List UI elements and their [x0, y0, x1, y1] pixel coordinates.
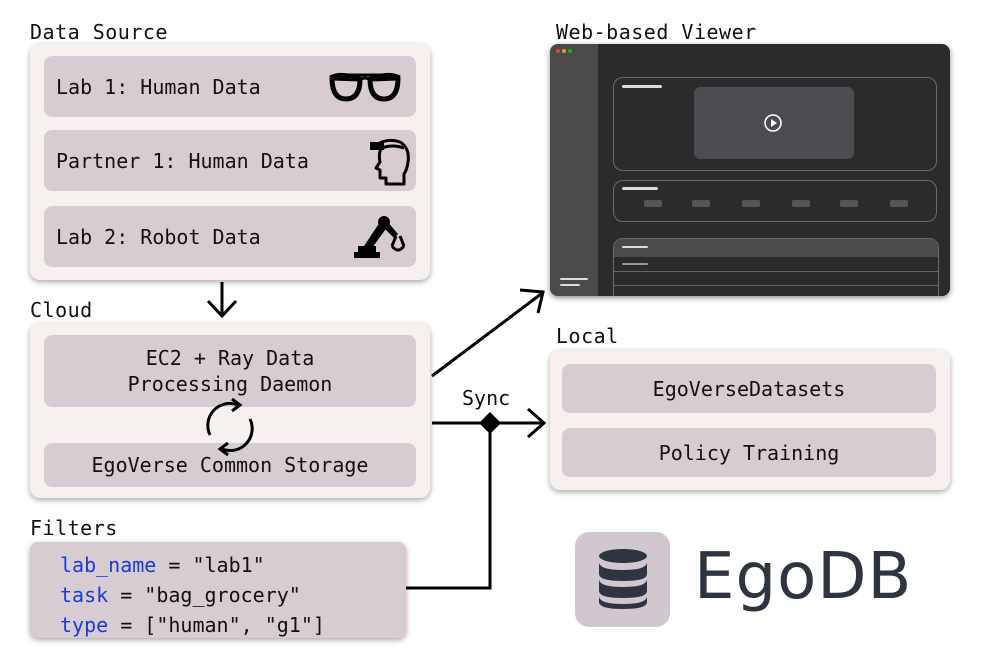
sync-label: Sync — [462, 386, 511, 410]
data-source-label: Data Source — [30, 20, 168, 44]
source-item-lab1: Lab 1: Human Data — [44, 56, 416, 117]
source-item-partner1: Partner 1: Human Data — [44, 130, 416, 191]
source-item-lab2: Lab 2: Robot Data — [44, 206, 416, 267]
window-close-dot — [556, 49, 560, 53]
filter-line: task = "bag_grocery" — [60, 580, 406, 610]
viewer-label: Web-based Viewer — [556, 20, 757, 44]
filter-value: ["human", "g1"] — [144, 613, 325, 637]
source-item-label: Lab 1: Human Data — [56, 74, 261, 99]
sidebar-line — [560, 284, 580, 286]
filter-chip — [644, 200, 662, 207]
filter-operator: = — [156, 553, 193, 577]
sidebar-line — [560, 278, 588, 280]
cloud-label: Cloud — [30, 298, 93, 322]
robot-arm-icon — [350, 210, 408, 264]
filter-chip — [692, 200, 710, 207]
window-minimize-dot — [562, 49, 566, 53]
source-item-label: Lab 2: Robot Data — [56, 224, 261, 249]
local-item-label: EgoVerseDatasets — [652, 376, 846, 401]
video-thumbnail — [694, 87, 854, 159]
filter-chip — [742, 200, 760, 207]
common-storage-box: EgoVerse Common Storage — [44, 443, 416, 487]
viewer-sidebar — [550, 44, 598, 296]
filter-operator: = — [108, 583, 145, 607]
filter-operator: = — [108, 613, 145, 637]
filter-line: type = ["human", "g1"] — [60, 610, 406, 640]
local-panel: EgoVerseDatasets Policy Training — [550, 350, 950, 490]
window-maximize-dot — [568, 49, 572, 53]
viewer-filter-card — [613, 180, 937, 222]
card-title-line — [622, 85, 662, 88]
filter-chip — [792, 200, 810, 207]
local-item-label: Policy Training — [658, 440, 840, 465]
processing-daemon-label: EC2 + Ray Data Processing Daemon — [127, 346, 333, 396]
local-item-datasets: EgoVerseDatasets — [562, 364, 936, 413]
local-item-policy-training: Policy Training — [562, 428, 936, 477]
database-icon — [597, 548, 649, 614]
table-row-line — [622, 263, 648, 265]
filter-chip — [840, 200, 858, 207]
table-divider — [614, 271, 938, 272]
filter-key: type — [60, 613, 109, 637]
card-title-line — [622, 187, 658, 190]
filters-code-box: lab_name = "lab1" task = "bag_grocery" t… — [30, 542, 406, 638]
viewer-table-card — [613, 238, 939, 296]
filter-key: lab_name — [60, 553, 157, 577]
local-label: Local — [556, 324, 619, 348]
common-storage-label: EgoVerse Common Storage — [91, 453, 369, 477]
sync-cycle-icon — [198, 395, 262, 459]
filter-chip — [890, 200, 908, 207]
play-icon — [763, 113, 783, 137]
filter-value: "lab1" — [192, 553, 265, 577]
database-icon-tile — [575, 532, 670, 627]
glasses-icon — [328, 71, 402, 103]
filters-label: Filters — [30, 516, 118, 540]
filter-value: "bag_grocery" — [144, 583, 301, 607]
source-item-label: Partner 1: Human Data — [56, 148, 309, 173]
head-camera-icon — [368, 136, 412, 188]
processing-daemon-box: EC2 + Ray Data Processing Daemon — [44, 335, 416, 407]
table-header — [614, 239, 938, 257]
table-header-line — [622, 246, 648, 248]
viewer-video-card — [613, 77, 937, 171]
filter-line: lab_name = "lab1" — [60, 550, 406, 580]
table-divider — [614, 285, 938, 286]
filter-key: task — [60, 583, 109, 607]
brand-name: EgoDB — [694, 540, 913, 614]
web-viewer-mockup — [550, 44, 950, 296]
cloud-panel: EC2 + Ray Data Processing Daemon EgoVers… — [30, 323, 430, 498]
data-source-panel: Lab 1: Human Data Partner 1: Human Data … — [30, 44, 430, 280]
